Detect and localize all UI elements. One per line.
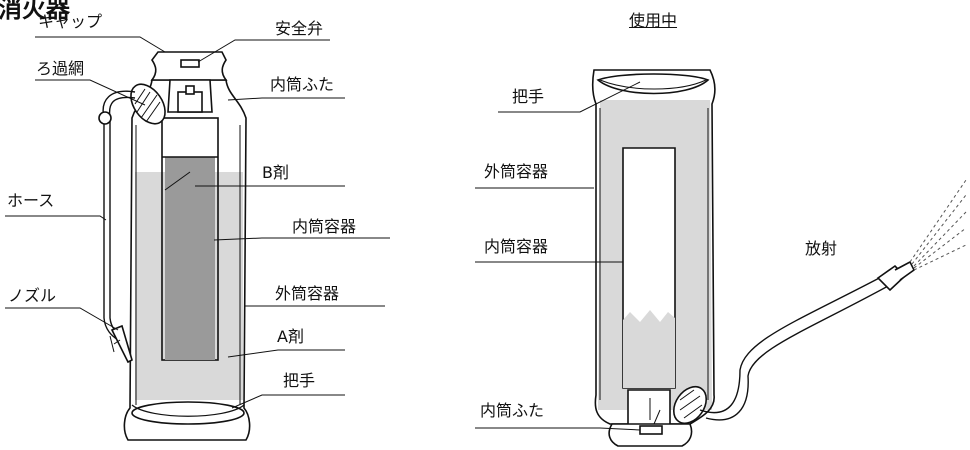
label-inner-lid-left: 内筒ふた [270, 75, 335, 94]
left-nozzle [110, 324, 133, 364]
left-safety-valve [180, 59, 200, 68]
label-hose: ホース [7, 191, 55, 210]
label-discharge: 放射 [805, 239, 838, 258]
left-b-agent [165, 157, 215, 360]
label-filter-net: ろ過網 [36, 59, 85, 78]
label-inner-container-left: 内筒容器 [292, 217, 357, 236]
label-outer-container-right: 外筒容器 [484, 162, 549, 181]
label-safety-valve: 安全弁 [275, 19, 324, 38]
label-nozzle: ノズル [8, 286, 57, 305]
right-inner-lid [627, 389, 671, 426]
left-filter-net [130, 83, 166, 125]
left-leader-lines [5, 36, 390, 409]
right-hose [699, 274, 886, 414]
right-filter-net [672, 385, 708, 425]
label-inner-container-right: 内筒容器 [484, 237, 549, 256]
label-handle-left: 把手 [283, 371, 316, 390]
label-handle-right: 把手 [512, 87, 545, 106]
left-handle [131, 401, 245, 425]
left-hose [102, 90, 136, 341]
spray-lines [909, 179, 967, 271]
label-outer-container-left: 外筒容器 [275, 284, 340, 303]
right-handle [596, 73, 710, 95]
label-b-agent: B剤 [262, 163, 289, 182]
right-leader-lines [475, 81, 641, 431]
right-extinguisher [591, 69, 916, 447]
label-cap: キャップ [38, 12, 103, 31]
label-a-agent: A剤 [277, 327, 304, 346]
right-heading-in-use: 使用中 [629, 11, 678, 30]
label-inner-lid-right: 内筒ふた [480, 401, 545, 420]
page-title: 消火器 [0, 0, 70, 23]
left-extinguisher [98, 51, 251, 441]
